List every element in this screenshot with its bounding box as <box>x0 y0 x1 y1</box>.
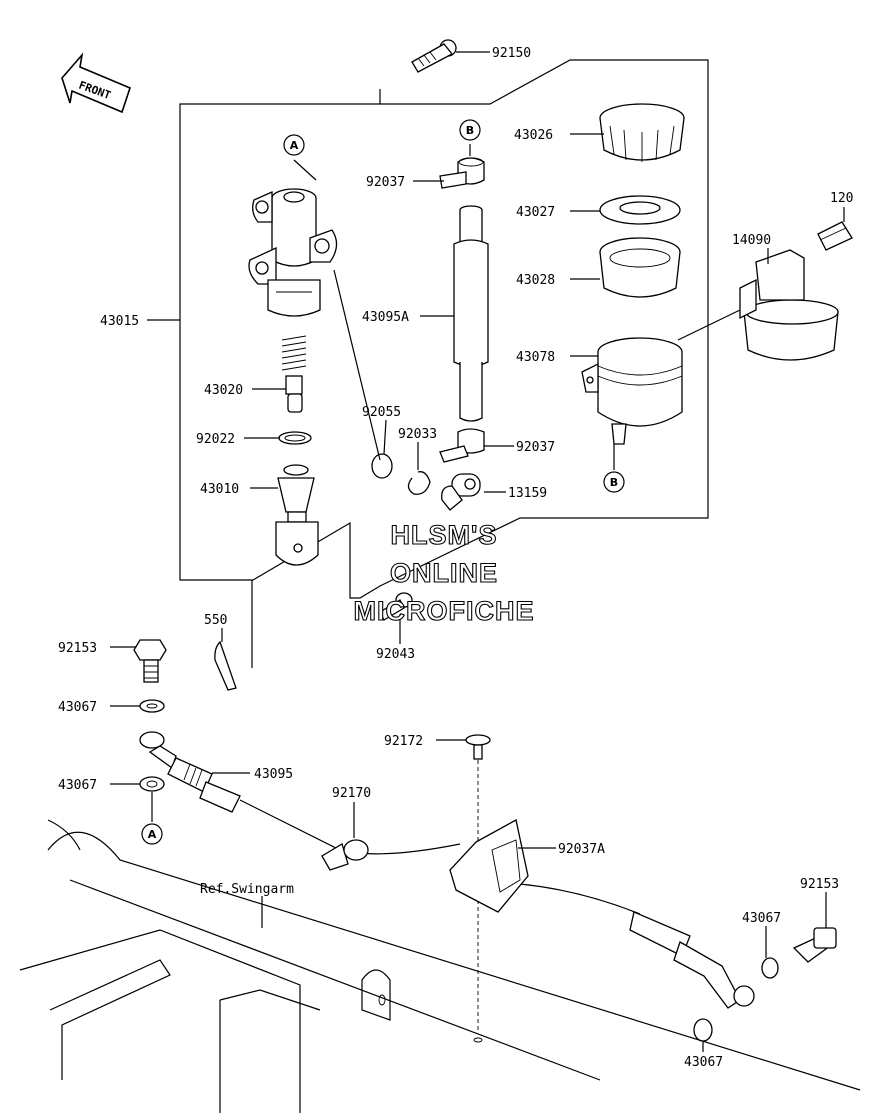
elbow-fitting-13159 <box>441 473 481 511</box>
label-43095A: 43095A <box>362 310 409 325</box>
leader-lines <box>110 51 845 1052</box>
label-43067-d: 43067 <box>684 1055 723 1070</box>
label-92037A: 92037A <box>558 842 605 857</box>
label-92033: 92033 <box>398 427 437 442</box>
reservoir-cap-43026 <box>599 103 685 162</box>
master-cylinder-body <box>248 188 338 317</box>
washer-43067-b <box>139 776 165 792</box>
label-43015: 43015 <box>100 314 139 329</box>
circle-ref-a-bottom: A <box>141 823 163 845</box>
svg-text:MICROFICHE: MICROFICHE <box>354 596 535 626</box>
part-labels: 92150 43026 92037 43027 120 14090 43028 … <box>58 46 853 1070</box>
label-92170: 92170 <box>332 786 371 801</box>
banjo-bolt-92153-right <box>792 927 837 963</box>
assembly-bracket <box>179 59 709 599</box>
washer-43067-a <box>139 699 165 713</box>
banjo-bolt-92153-left <box>133 639 167 683</box>
label-ref-swingarm: Ref.Swingarm <box>200 882 294 897</box>
front-arrow-icon: FRONT <box>61 52 131 114</box>
reservoir-43078 <box>581 337 683 445</box>
pin-92043 <box>379 592 413 621</box>
label-550: 550 <box>204 613 227 628</box>
svg-text:A: A <box>148 828 157 841</box>
diaphragm-43028 <box>599 237 681 298</box>
label-92037-mid: 92037 <box>516 440 555 455</box>
washer-43067-c <box>761 957 779 979</box>
label-13159: 13159 <box>508 486 547 501</box>
label-43078: 43078 <box>516 350 555 365</box>
svg-text:A: A <box>290 139 299 152</box>
clamp-92037A <box>449 819 529 913</box>
label-92043: 92043 <box>376 647 415 662</box>
bolt-92150 <box>411 39 457 73</box>
swingarm-outline <box>19 819 861 1113</box>
circle-ref-b-reservoir: B <box>603 471 625 493</box>
label-43067-c: 43067 <box>742 911 781 926</box>
screw-120 <box>817 221 853 251</box>
svg-text:B: B <box>466 124 474 137</box>
label-43026: 43026 <box>514 128 553 143</box>
bracket-14090 <box>739 249 839 361</box>
svg-text:ONLINE: ONLINE <box>390 558 498 588</box>
label-92150: 92150 <box>492 46 531 61</box>
circle-ref-a-top: A <box>283 134 305 156</box>
svg-text:B: B <box>610 476 618 489</box>
watermark: HLSM'S ONLINE MICROFICHE <box>353 519 535 626</box>
brake-hose-43095 <box>139 731 241 813</box>
spring-43020 <box>281 335 307 413</box>
label-43095: 43095 <box>254 767 293 782</box>
label-120: 120 <box>830 191 853 206</box>
label-92055: 92055 <box>362 405 401 420</box>
label-92172: 92172 <box>384 734 423 749</box>
clamp-92037-mid <box>439 428 485 463</box>
label-43067-b: 43067 <box>58 778 97 793</box>
label-14090: 14090 <box>732 233 771 248</box>
circlip-92033 <box>407 471 431 495</box>
cotter-pin-550 <box>214 640 237 691</box>
svg-text:HLSM'S: HLSM'S <box>391 520 498 550</box>
washer-43067-d <box>693 1018 713 1042</box>
label-92153-right: 92153 <box>800 877 839 892</box>
label-92153-left: 92153 <box>58 641 97 656</box>
diaphragm-plate-43027 <box>599 195 681 225</box>
label-43020: 43020 <box>204 383 243 398</box>
hose-43095A <box>453 205 489 422</box>
label-92022: 92022 <box>196 432 235 447</box>
label-43027: 43027 <box>516 205 555 220</box>
screw-92172 <box>465 734 491 760</box>
circle-ref-b-top: B <box>459 119 481 141</box>
push-rod-43010 <box>275 464 319 566</box>
hose-end-right <box>629 911 755 1009</box>
snap-ring-92022 <box>278 431 312 445</box>
label-43010: 43010 <box>200 482 239 497</box>
label-43028: 43028 <box>516 273 555 288</box>
clamp-92037-top <box>439 157 485 189</box>
o-ring-92055 <box>371 453 393 479</box>
label-92037-top: 92037 <box>366 175 405 190</box>
label-43067-a: 43067 <box>58 700 97 715</box>
guide-92170 <box>321 839 369 871</box>
